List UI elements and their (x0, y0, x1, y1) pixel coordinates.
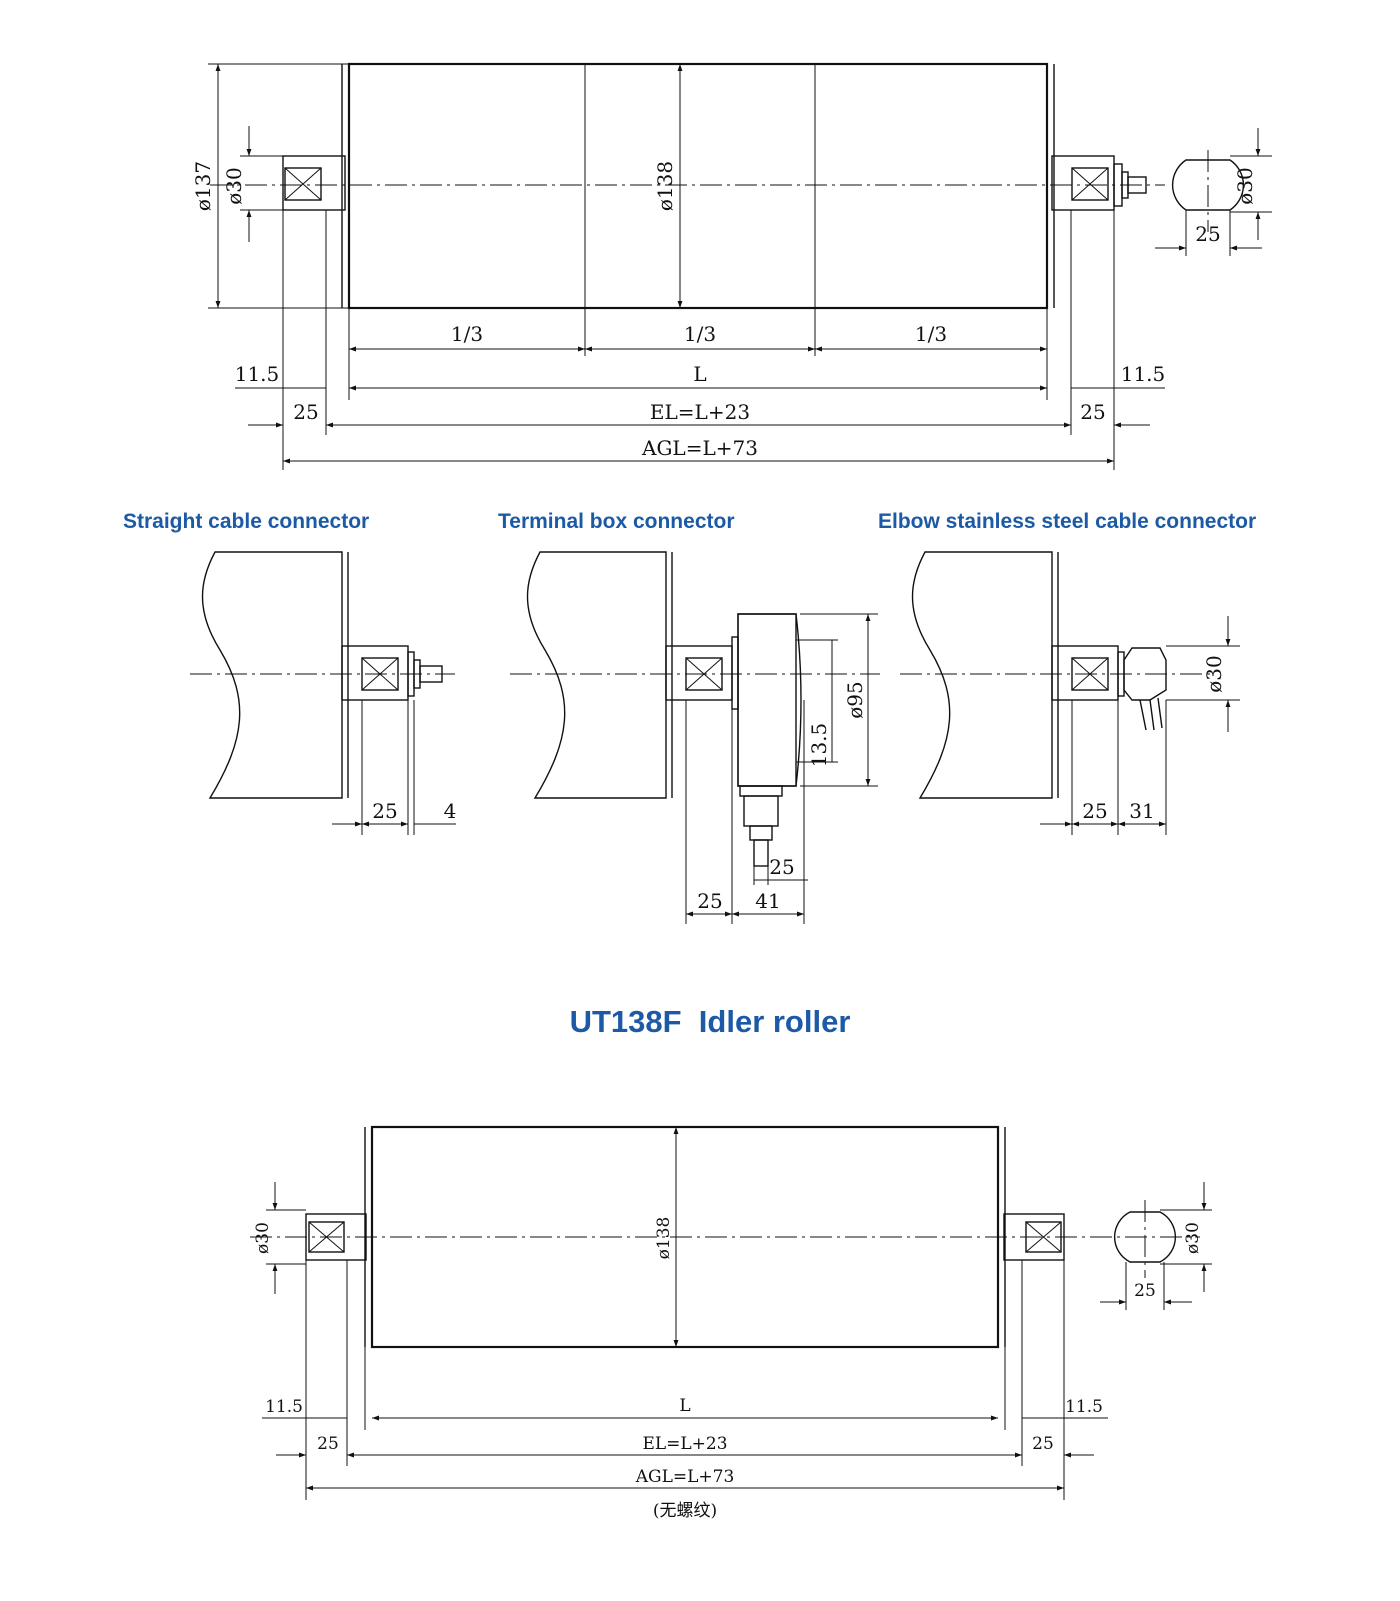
bottom-el-label: EL=L+23 (642, 1434, 727, 1454)
bottom-shaft-right-label: 25 (1032, 1434, 1054, 1454)
top-el-label: EL=L+23 (650, 400, 750, 424)
elbow-dia-label: ø30 (1202, 655, 1226, 693)
bottom-length-label: L (679, 1396, 690, 1416)
model-title: UT138F Idler roller (570, 1004, 851, 1039)
bottom-tube-dia-label: ø138 (654, 1217, 674, 1260)
terminal-dim-c: 25 (769, 855, 794, 879)
terminal-connector-heading: Terminal box connector (498, 510, 735, 533)
terminal-dim-h: 13.5 (807, 723, 831, 768)
straight-dim-b: 4 (444, 799, 457, 823)
terminal-dim-a: 25 (697, 889, 722, 913)
elbow-dim-b: 31 (1129, 799, 1154, 823)
elbow-connector-drawing: ø30 25 31 (900, 551, 1240, 835)
top-roller-drawing: ø30 25 ø137 ø30 ø138 1/3 1/3 1/3 L 11.5 … (191, 62, 1272, 470)
top-outer-dia-label: ø137 (191, 161, 215, 211)
bottom-note-label: (无螺纹) (653, 1501, 717, 1521)
bottom-offset-left-label: 11.5 (265, 1397, 303, 1417)
bottom-shaft-dia-label: ø30 (1183, 1222, 1203, 1254)
bottom-shaft-left-dia-label: ø30 (253, 1222, 273, 1254)
straight-connector-drawing: 25 4 (190, 551, 457, 835)
top-third-3-label: 1/3 (915, 322, 947, 346)
bottom-agl-label: AGL=L+73 (635, 1467, 735, 1487)
terminal-dim-b: 41 (755, 889, 780, 913)
top-length-label: L (693, 362, 706, 386)
terminal-connector-drawing: ø95 13.5 25 25 41 (510, 551, 880, 924)
top-shaft-right-label: 25 (1080, 400, 1105, 424)
top-shaft-left-label: 25 (293, 400, 318, 424)
bottom-shaft-left-label: 25 (317, 1434, 339, 1454)
straight-dim-a: 25 (372, 799, 397, 823)
straight-connector-heading: Straight cable connector (123, 510, 369, 533)
top-third-2-label: 1/3 (684, 322, 716, 346)
top-offset-left-label: 11.5 (235, 362, 280, 386)
top-flat-width-label: 25 (1195, 222, 1220, 246)
terminal-dia-label: ø95 (843, 681, 867, 719)
top-shaft-dia-label: ø30 (1233, 167, 1257, 205)
top-agl-label: AGL=L+73 (641, 436, 758, 460)
top-tube-dia-label: ø138 (653, 161, 677, 211)
elbow-dim-a: 25 (1082, 799, 1107, 823)
top-third-1-label: 1/3 (451, 322, 483, 346)
top-shaft-left-dia-label: ø30 (222, 167, 246, 205)
top-roller-tube (347, 62, 1049, 310)
bottom-flat-width-label: 25 (1134, 1281, 1156, 1301)
bottom-roller-drawing: ø30 25 ø30 ø138 L 11.5 11.5 25 EL=L+23 2… (250, 1125, 1212, 1521)
top-offset-right-label: 11.5 (1121, 362, 1166, 386)
bottom-offset-right-label: 11.5 (1065, 1397, 1103, 1417)
elbow-connector-heading: Elbow stainless steel cable connector (878, 510, 1256, 533)
top-left-bearing (282, 155, 346, 470)
top-shaft-end-view: ø30 25 (1155, 128, 1272, 256)
